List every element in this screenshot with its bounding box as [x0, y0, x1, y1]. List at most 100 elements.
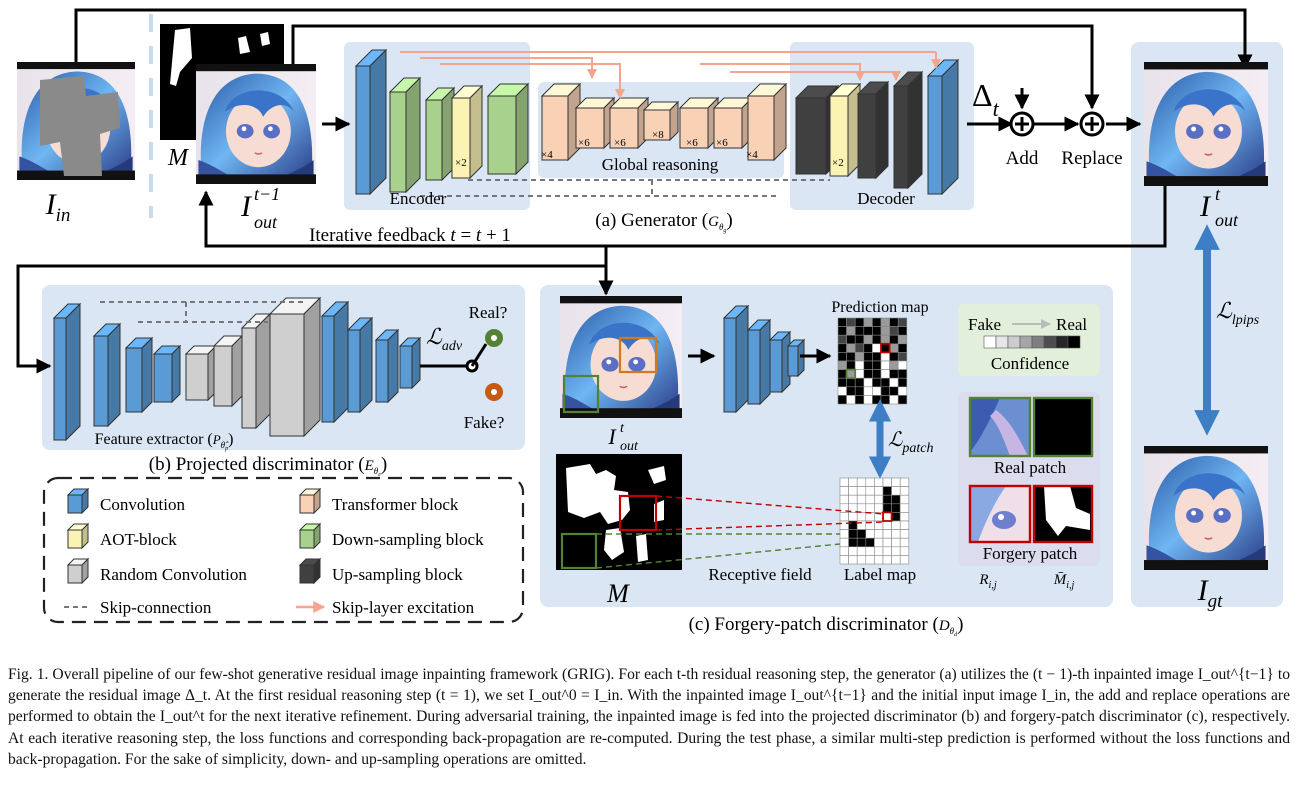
prediction-cell: [863, 360, 873, 370]
svg-text:t−1: t−1: [254, 184, 280, 204]
label-projected-disc: (b) Projected discriminator (Eθe): [149, 454, 387, 478]
prediction-cell: [880, 360, 890, 370]
svg-text:I: I: [1199, 190, 1212, 223]
label-cell: [874, 529, 884, 539]
mask-patch-green: [560, 532, 598, 570]
confidence-cell: [1019, 335, 1033, 349]
prediction-cell: [889, 369, 899, 379]
label-fake-q: Fake?: [464, 413, 505, 432]
legend-swatch-random_conv: [66, 557, 90, 585]
mult-g2: ×6: [578, 137, 590, 149]
label-cell: [899, 512, 910, 522]
mult-decoder: ×2: [832, 157, 844, 169]
label-i-out-t-disc: I out t: [607, 421, 639, 454]
mult-g5: ×6: [686, 137, 698, 149]
encoder-down-block-2: [424, 86, 456, 182]
label-cell: [882, 503, 892, 513]
label-cell: [865, 529, 875, 539]
legend-label-convolution: Convolution: [100, 495, 186, 514]
proj-conv-block-1: [52, 302, 82, 442]
prediction-cell: [854, 395, 865, 405]
label-cell: [874, 546, 884, 556]
label-add: Add: [1006, 148, 1039, 169]
mult-g7: ×4: [746, 149, 758, 161]
confidence-cell: [983, 335, 997, 349]
label-cell: [882, 529, 892, 539]
label-cell: [899, 529, 910, 539]
fpd-conv-block-4: [786, 338, 806, 378]
label-feature-extractor: Feature extractor (Pθ̂p): [95, 431, 234, 452]
label-cell: [882, 486, 892, 496]
prediction-cell: [854, 369, 865, 379]
label-map-grid: [839, 477, 910, 565]
prediction-cell: [897, 377, 908, 388]
label-cell: [874, 494, 884, 505]
label-cell: [891, 503, 901, 513]
generator-blocks: ×2×4×6×6×8×6×6×4×2: [354, 48, 960, 196]
receptive-field-lines: [595, 495, 885, 569]
real-patch-mask: [1032, 396, 1094, 458]
prediction-cell: [889, 343, 899, 353]
label-cell: [891, 486, 901, 496]
transformer-block-7: [746, 82, 788, 162]
label-real-patch: Real patch: [994, 458, 1067, 477]
confidence-cell: [1043, 335, 1057, 349]
label-cell: [865, 503, 875, 513]
label-label-map: Label map: [844, 565, 916, 584]
legend-label-down: Down-sampling block: [332, 530, 484, 549]
prediction-cell: [897, 317, 908, 327]
label-cell: [865, 494, 875, 505]
prediction-cell: [846, 377, 856, 388]
label-cell: [882, 477, 892, 487]
prediction-cell: [846, 395, 856, 405]
pipeline-diagram: Iin M I out t−1 Add Replace Δt ×2×4×6×6×…: [16, 8, 1283, 638]
prediction-cell: [854, 326, 865, 336]
proj-head-conv-2: [346, 316, 374, 414]
prediction-cell: [872, 360, 882, 370]
prediction-cell: [854, 343, 865, 353]
label-delta: Δt: [972, 77, 1000, 121]
prediction-cell: [889, 386, 899, 396]
inpainted-image-prev: [195, 64, 317, 184]
label-cell: [882, 494, 892, 505]
label-cell: [891, 520, 901, 530]
encoder-down-block-3: [486, 82, 530, 176]
prediction-cell: [837, 317, 847, 327]
label-cell: [882, 537, 892, 548]
prediction-cell: [872, 326, 882, 336]
label-cell: [848, 537, 858, 548]
label-cell: [839, 494, 849, 505]
forgery-patch-mask: [1032, 484, 1094, 544]
prediction-cell: [837, 334, 847, 345]
label-i-out-t: I out t: [1199, 184, 1239, 230]
label-cell: [865, 546, 875, 556]
prediction-cell: [837, 360, 847, 370]
label-cell: [865, 555, 875, 565]
prediction-cell: [863, 395, 873, 405]
label-encoder: Encoder: [390, 189, 447, 208]
prediction-cell: [837, 377, 847, 388]
prediction-cell: [880, 369, 890, 379]
prediction-cell: [854, 352, 865, 362]
decoder-aot-block: [828, 82, 862, 178]
encoder-conv-block: [354, 48, 388, 196]
prediction-cell-highlight-red: [880, 342, 891, 354]
label-mask-disc: M: [606, 579, 630, 608]
prediction-cell: [897, 334, 908, 345]
label-cell: [882, 512, 892, 522]
svg-text:t: t: [620, 421, 625, 436]
label-cell: [839, 477, 849, 487]
forgery-patch-image: [968, 484, 1032, 544]
label-cell: [899, 537, 910, 548]
prediction-cell: [863, 326, 873, 336]
label-cell: [839, 529, 849, 539]
label-cell: [865, 537, 875, 548]
ground-truth-image: [1143, 446, 1269, 570]
prediction-cell: [880, 386, 890, 396]
label-cell: [899, 546, 910, 556]
label-cell: [856, 537, 867, 548]
figure-caption: Fig. 1. Overall pipeline of our few-shot…: [8, 664, 1290, 770]
prediction-cell: [889, 317, 899, 327]
real-indicator: [485, 329, 503, 347]
label-fake: Fake: [968, 315, 1001, 334]
